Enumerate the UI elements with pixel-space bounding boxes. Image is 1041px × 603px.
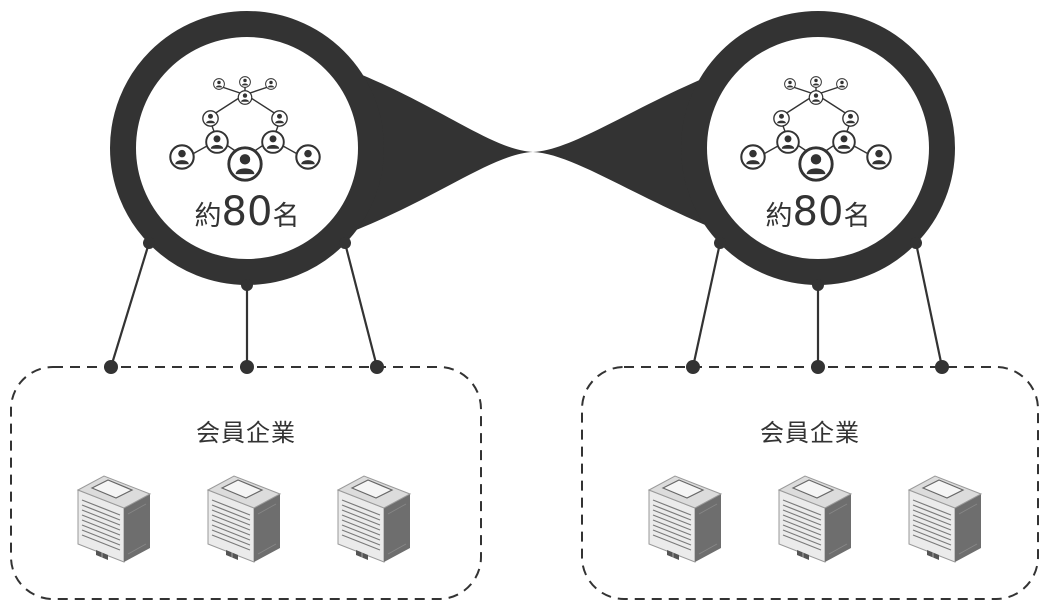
connection-bridge [250,40,820,262]
office-building-icon [77,475,151,563]
office-building-icon [337,475,411,563]
member-companies-label-left: 会員企業 [196,419,296,447]
member-companies-label-right: 会員企業 [760,419,860,447]
office-building-icon [778,475,852,563]
connector-lines [109,242,944,368]
member-company-box-left [10,366,482,600]
office-building-icon [648,475,722,563]
member-company-box-right [581,366,1039,600]
member-count-label-right: 約80名 [766,189,871,235]
office-building-icon [207,475,281,563]
member-count-label-left: 約80名 [195,189,300,235]
office-building-icon [908,475,982,563]
